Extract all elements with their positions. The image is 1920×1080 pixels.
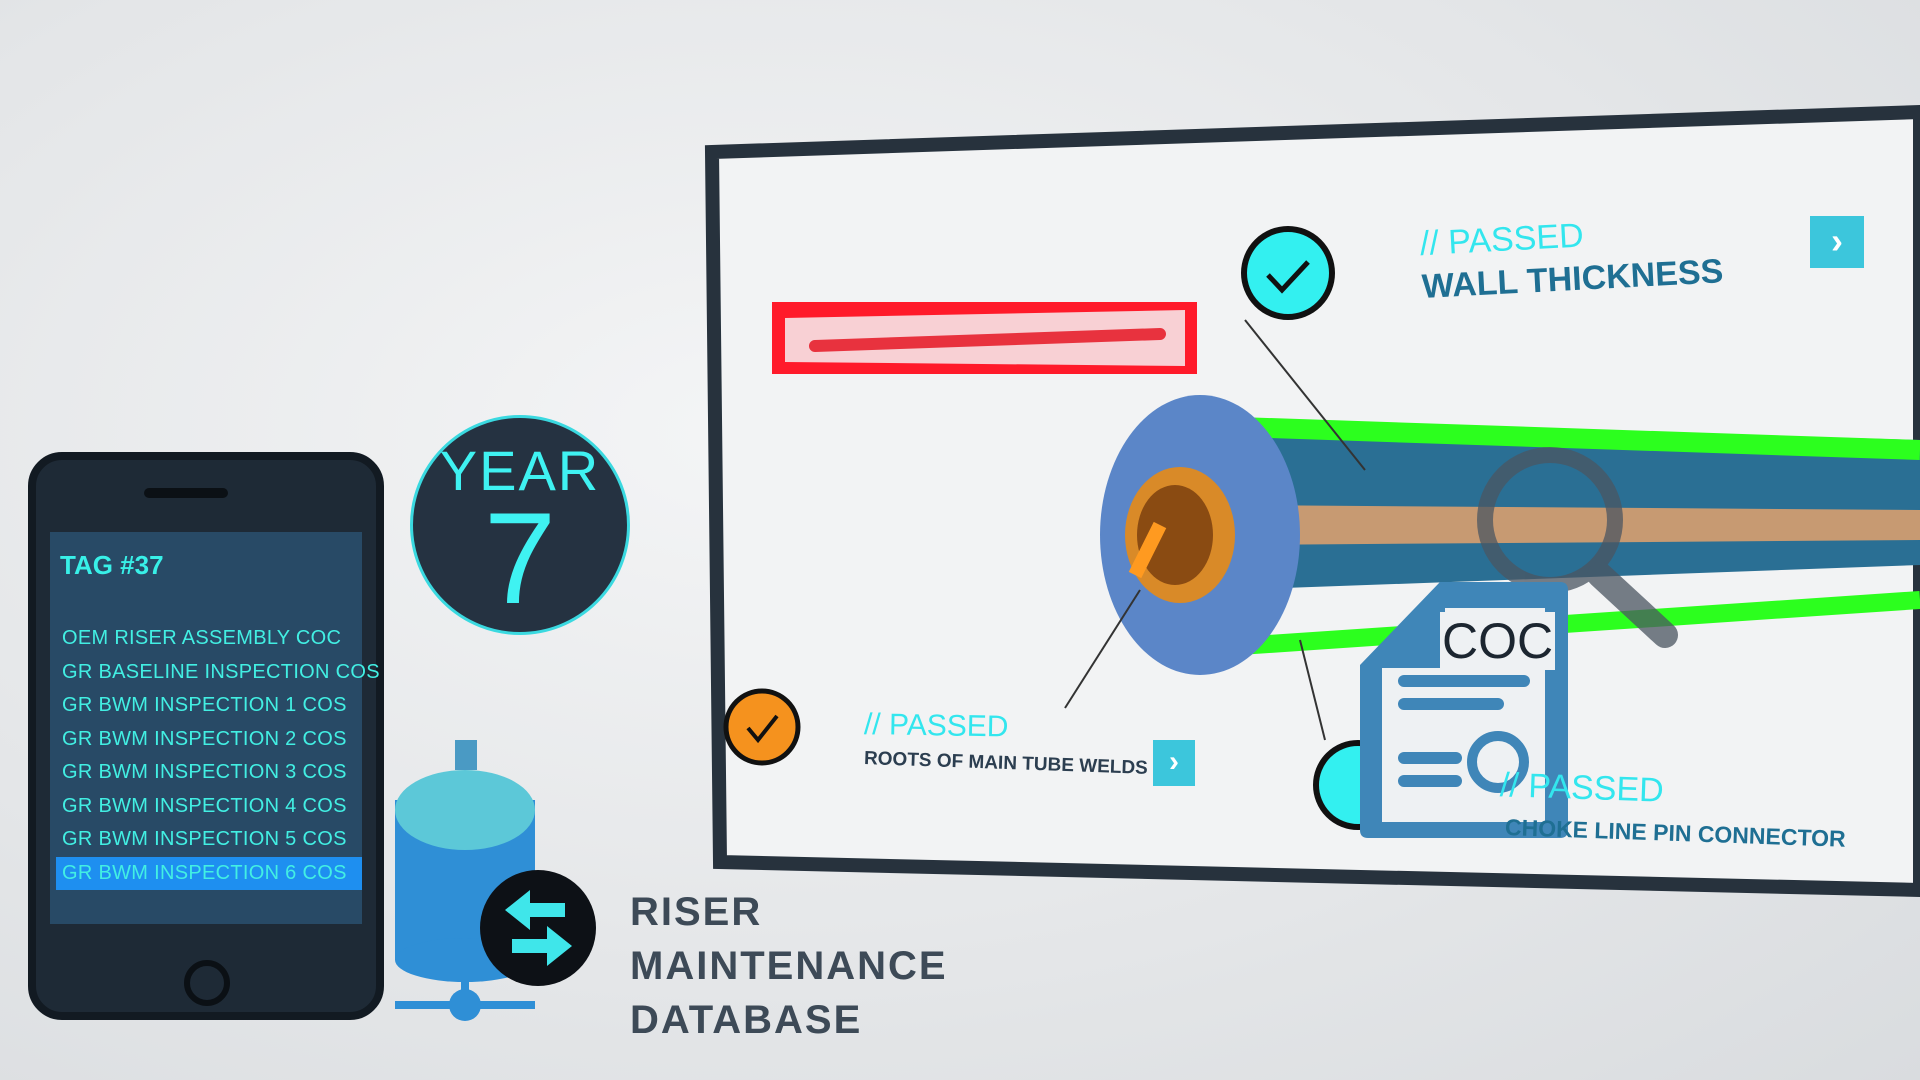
tablet-device: TAG #37 OEM RISER ASSEMBLY COC GR BASELI…: [28, 452, 384, 1020]
phone-speaker: [144, 488, 228, 498]
tag-title: TAG #37: [60, 550, 164, 580]
list-item[interactable]: GR BWM INSPECTION 1 COS: [62, 694, 347, 716]
check-icon: [1241, 226, 1335, 320]
document-label: COC: [1440, 612, 1556, 670]
year-badge: YEAR 7: [410, 415, 630, 635]
year-label: YEAR: [439, 439, 601, 502]
home-button[interactable]: [184, 960, 230, 1006]
riser-flange: [1100, 395, 1300, 675]
database-title-line: MAINTENANCE: [630, 944, 948, 988]
check-icon: [723, 688, 801, 766]
status-passed: // PASSED: [863, 708, 1009, 744]
document-list: OEM RISER ASSEMBLY COC GR BASELINE INSPE…: [56, 622, 380, 890]
status-passed: // PASSED: [1499, 766, 1665, 810]
chevron-right-icon[interactable]: ›: [1153, 740, 1195, 786]
database-title: RISER MAINTENANCE DATABASE: [630, 885, 948, 1047]
list-item[interactable]: OEM RISER ASSEMBLY COC: [62, 627, 342, 649]
list-item[interactable]: GR BASELINE INSPECTION COS: [62, 660, 380, 683]
list-item-selected[interactable]: GR BWM INSPECTION 6 COS: [56, 856, 362, 890]
sync-arrows-icon: [480, 870, 596, 986]
list-item[interactable]: GR BWM INSPECTION 5 COS: [62, 828, 347, 850]
list-item[interactable]: GR BWM INSPECTION 3 COS: [62, 761, 347, 783]
list-item[interactable]: GR BWM INSPECTION 4 COS: [62, 794, 347, 817]
tablet-screen: TAG #37 OEM RISER ASSEMBLY COC GR BASELI…: [50, 532, 380, 924]
year-value: 7: [483, 485, 557, 631]
red-tube-highlight: [772, 302, 1197, 374]
database-title-line: DATABASE: [630, 998, 863, 1042]
list-item[interactable]: GR BWM INSPECTION 2 COS: [62, 727, 347, 750]
database-title-line: RISER: [630, 890, 763, 934]
chevron-right-icon[interactable]: ›: [1810, 216, 1864, 268]
